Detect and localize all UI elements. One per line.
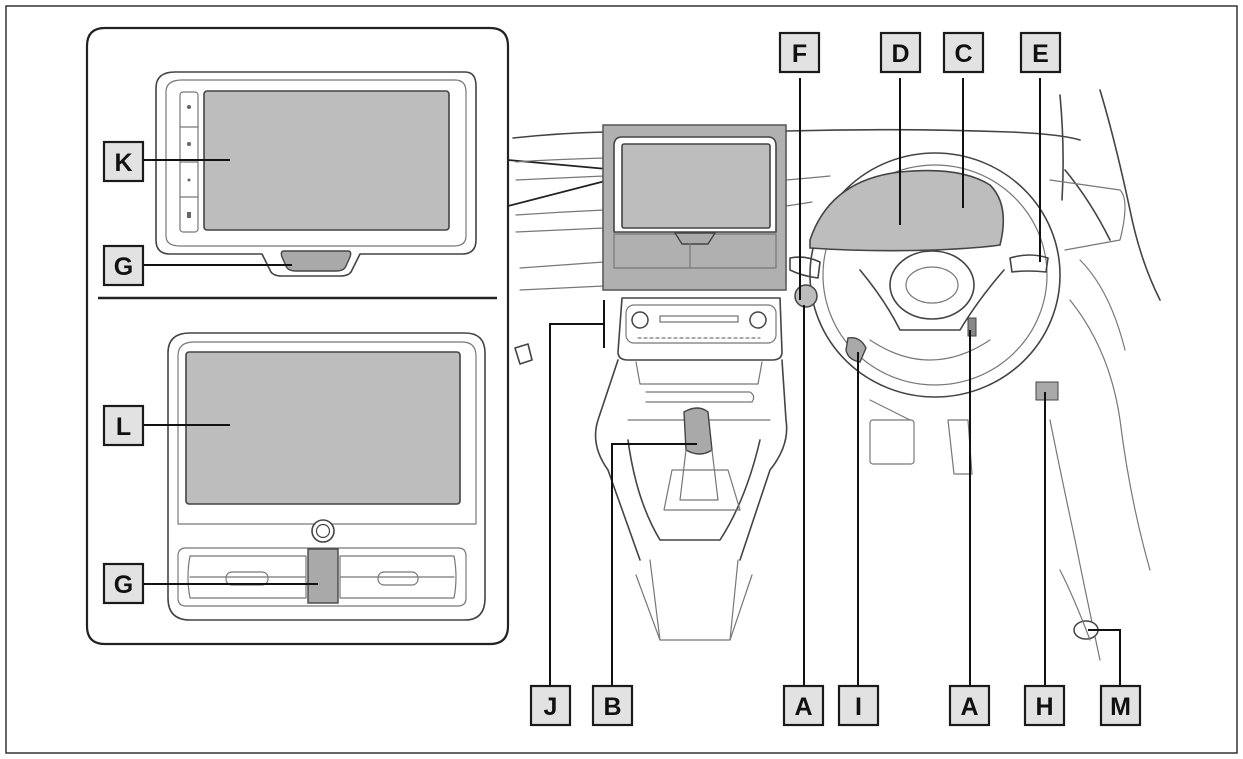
- lower-display-unit: [167, 332, 486, 621]
- callout-K: K: [102, 140, 145, 183]
- h-switch: [1035, 381, 1059, 401]
- callout-label-J: J: [544, 693, 558, 721]
- callout-A-left: A: [782, 684, 825, 727]
- lower-screen: [185, 351, 461, 505]
- callout-G-upper: G: [102, 244, 145, 287]
- callout-G-lower: G: [102, 562, 145, 605]
- steering-wheel: [809, 152, 1061, 398]
- dashboard-illustration: [512, 89, 1161, 661]
- callout-F: F: [778, 31, 821, 74]
- callout-label-B: B: [603, 693, 621, 721]
- dash-screen: [621, 143, 771, 229]
- callout-label-C: C: [954, 40, 972, 68]
- callout-H: H: [1023, 684, 1066, 727]
- callout-B: B: [591, 684, 634, 727]
- callout-label-A-left: A: [794, 693, 812, 721]
- callout-J: J: [529, 684, 572, 727]
- upper-display-unit: [155, 71, 477, 277]
- callout-label-F: F: [792, 40, 807, 68]
- upper-screen: [203, 90, 450, 231]
- callout-I: I: [837, 684, 880, 727]
- inset-panel: [85, 26, 641, 646]
- callout-label-I: I: [855, 693, 862, 721]
- leader-lines: [144, 78, 1121, 686]
- callout-M: M: [1099, 684, 1142, 727]
- callout-label-E: E: [1032, 40, 1049, 68]
- callout-E: E: [1019, 31, 1062, 74]
- lower-g-switch: [307, 548, 339, 604]
- callout-label-G-lower: G: [114, 571, 133, 599]
- callout-D: D: [879, 31, 922, 74]
- meter-cluster: [809, 169, 1005, 252]
- callout-L: L: [102, 404, 145, 447]
- upper-g-switch: [280, 250, 352, 272]
- callout-label-L: L: [116, 413, 131, 441]
- engine-switch: [794, 284, 818, 308]
- callout-label-K: K: [114, 149, 132, 177]
- callout-label-D: D: [891, 40, 909, 68]
- callout-label-H: H: [1035, 693, 1053, 721]
- callout-C: C: [942, 31, 985, 74]
- inset-frame: [85, 26, 510, 646]
- shift-lever: [683, 407, 713, 455]
- callout-label-G-upper: G: [114, 253, 133, 281]
- side-buttons: [179, 91, 199, 233]
- callout-label-M: M: [1110, 693, 1131, 721]
- climate-panel: [617, 297, 783, 361]
- callout-A-right: A: [948, 684, 991, 727]
- callout-label-A-right: A: [960, 693, 978, 721]
